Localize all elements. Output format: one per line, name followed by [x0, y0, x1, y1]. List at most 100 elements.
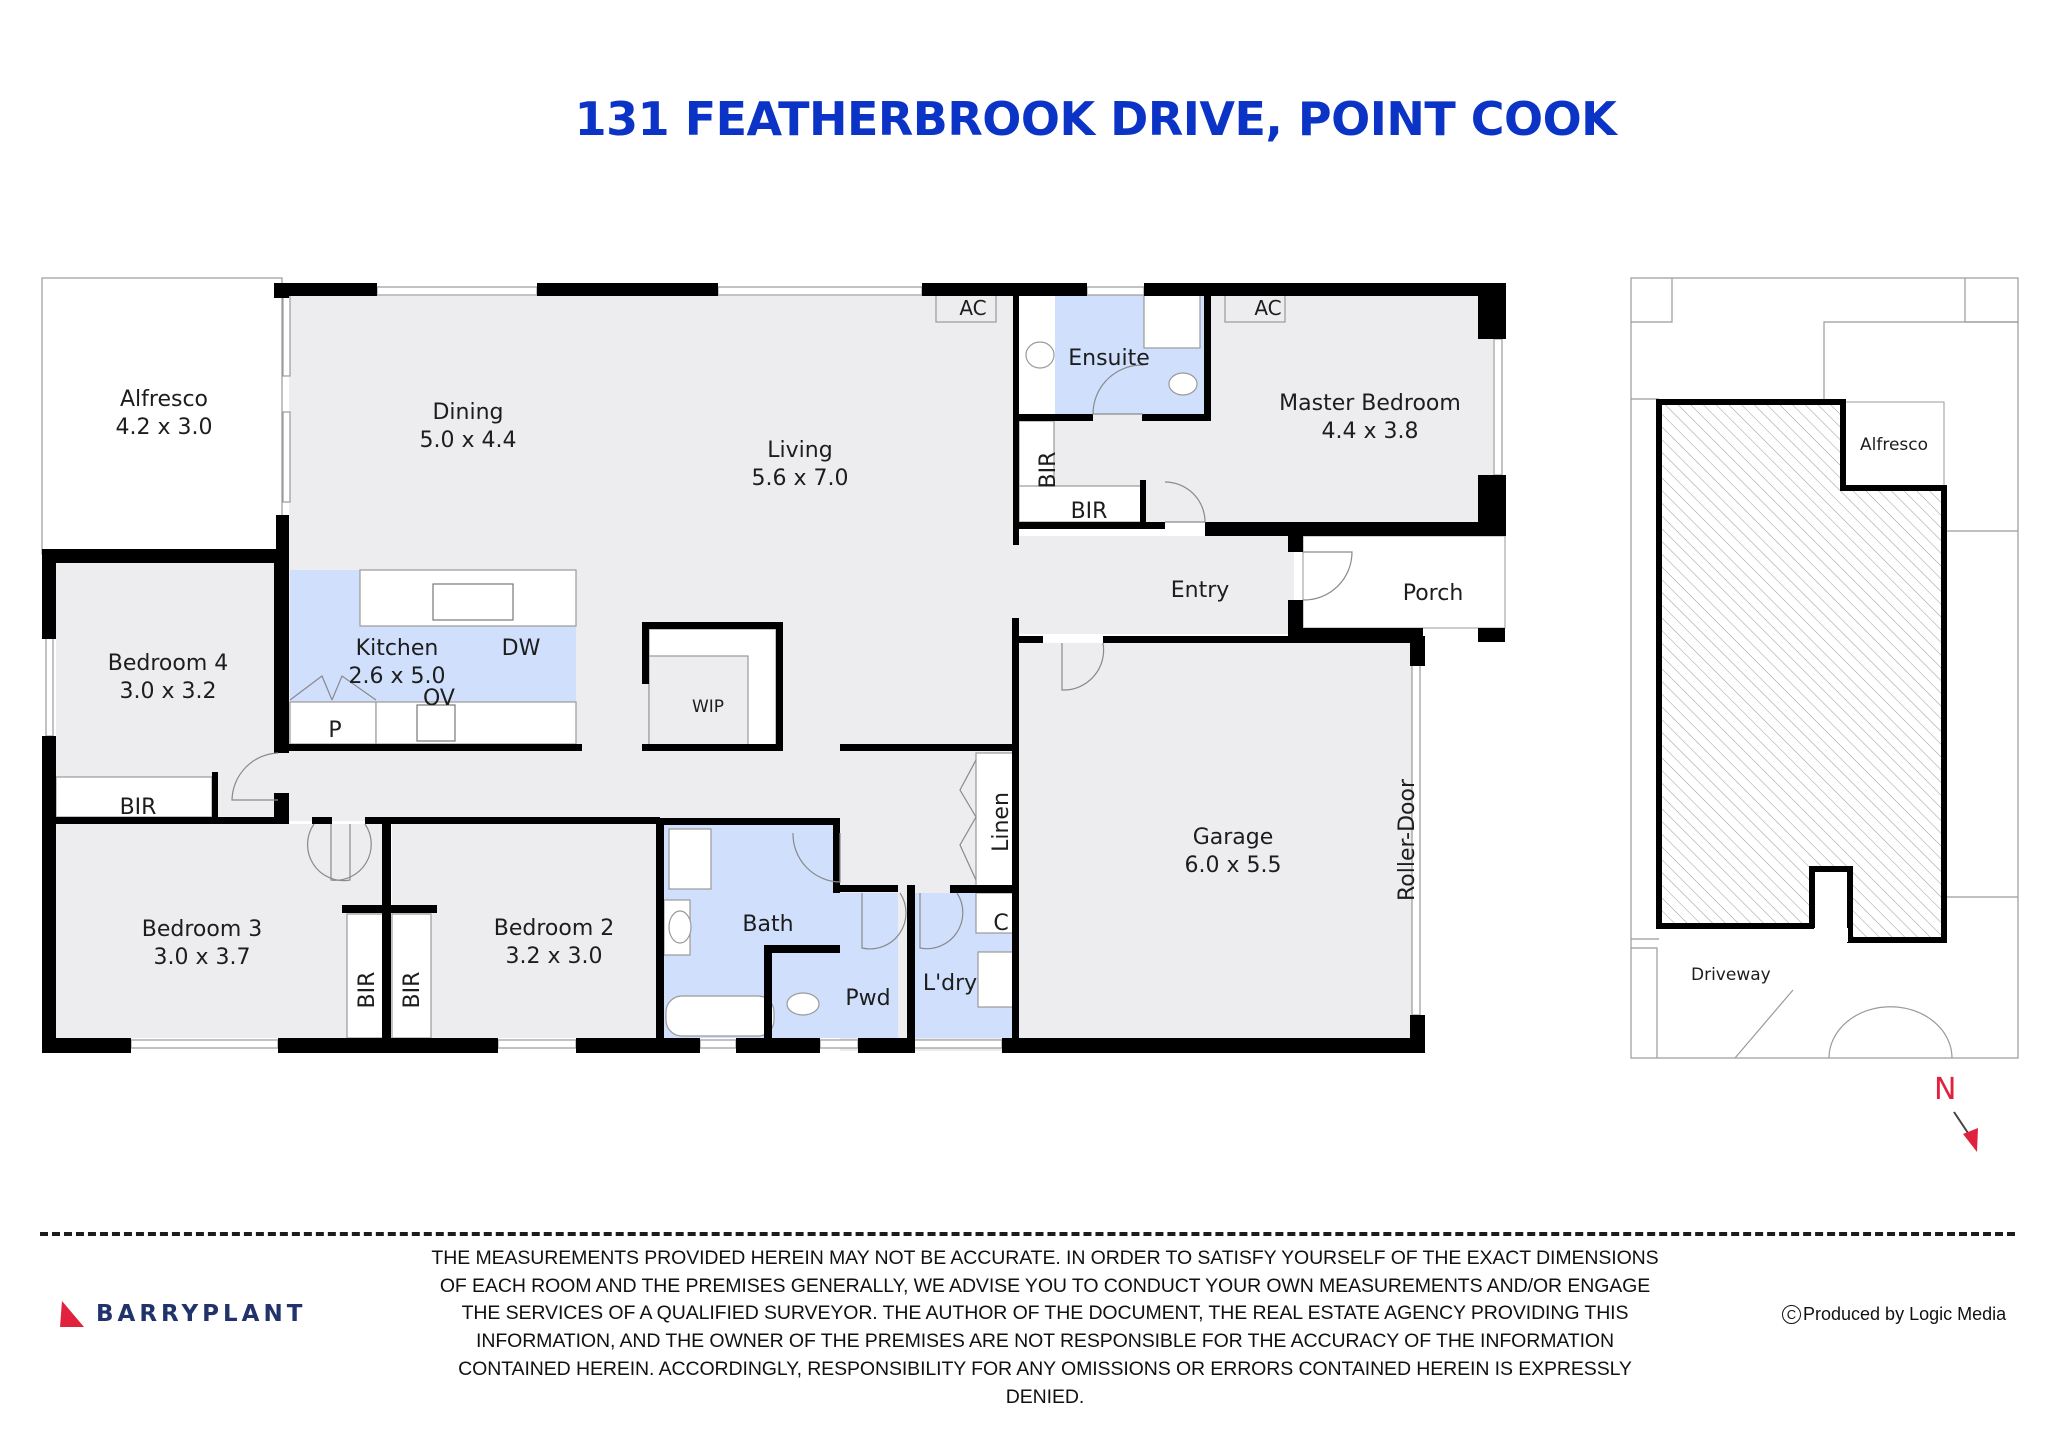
linen-label: Linen — [989, 792, 1014, 852]
pwd-floor — [772, 893, 898, 1038]
window — [909, 1039, 1003, 1049]
door-entry — [1302, 551, 1353, 601]
laundry-cupboard — [975, 892, 1019, 934]
garage-size: 6.0 x 5.5 — [1185, 853, 1282, 878]
bed3-bir-label: BIR — [355, 972, 380, 1009]
disclaimer-line: OF EACH ROOM AND THE PREMISES GENERALLY,… — [439, 1274, 1651, 1297]
door-garage — [1061, 642, 1105, 691]
door-bed4 — [231, 752, 279, 801]
bed4-bir — [55, 776, 213, 818]
ensuite-toilet — [1168, 372, 1198, 396]
alfresco-area — [41, 277, 283, 555]
bed3-bir — [346, 913, 387, 1039]
pantry — [289, 701, 377, 745]
site-plan: Alfresco Driveway — [1630, 277, 2019, 1059]
disclaimer-line: THE MEASUREMENTS PROVIDED HEREIN MAY NOT… — [431, 1247, 1659, 1269]
window — [45, 637, 54, 737]
cooktop — [416, 704, 456, 742]
master-size: 4.4 x 3.8 — [1322, 419, 1419, 444]
entry-floor — [1018, 536, 1294, 634]
living-label: Living — [767, 438, 832, 463]
ac-label-living: AC — [959, 296, 986, 320]
bedroom4-label: Bedroom 4 — [108, 651, 229, 676]
pwd-label: Pwd — [845, 986, 890, 1011]
brand-name: BARRYPLANT — [96, 1301, 307, 1327]
ac-label-master: AC — [1254, 296, 1281, 320]
room-labels: Alfresco 4.2 x 3.0 Dining 5.0 x 4.4 Livi… — [108, 296, 1464, 1011]
bedroom4-floor — [56, 563, 274, 817]
site-building-footprint — [1656, 399, 1947, 943]
bedroom4-size: 3.0 x 3.2 — [120, 679, 217, 704]
bathtub — [665, 995, 775, 1037]
wip-floor — [648, 655, 749, 746]
master-bir-label: BIR — [1071, 499, 1108, 524]
site-neighbour-lines — [1631, 278, 2018, 1059]
wip-label: WIP — [692, 697, 724, 717]
bath-shower — [668, 828, 712, 890]
page-title: 131 FEATHERBROOK DRIVE, POINT COOK — [574, 92, 1617, 146]
window — [282, 295, 291, 377]
door-bed2 — [330, 823, 372, 881]
walls — [42, 283, 1506, 1053]
sail-icon — [58, 1301, 86, 1327]
sink — [432, 583, 514, 621]
disclaimer-line: INFORMATION, AND THE OWNER OF THE PREMIS… — [476, 1330, 1614, 1353]
pantry-label: P — [328, 718, 341, 743]
window — [497, 1039, 577, 1049]
disclaimer: THE MEASUREMENTS PROVIDED HEREIN MAY NOT… — [395, 1245, 1695, 1411]
ensuite-label: Ensuite — [1068, 346, 1150, 371]
bedroom2-size: 3.2 x 3.0 — [506, 944, 603, 969]
door-master — [1164, 481, 1206, 523]
alfresco-size: 4.2 x 3.0 — [116, 415, 213, 440]
dishwasher-label: DW — [502, 636, 541, 661]
site-alfresco — [1840, 401, 1945, 489]
bath-basin — [668, 910, 692, 944]
cupboard-label: C — [993, 911, 1008, 936]
door-pwd — [861, 892, 907, 950]
bedroom3-size: 3.0 x 3.7 — [154, 945, 251, 970]
bedroom2-label: Bedroom 2 — [494, 916, 615, 941]
copyright-icon: C — [1782, 1305, 1801, 1324]
living-size: 5.6 x 7.0 — [752, 466, 849, 491]
site-porch-gap — [1814, 928, 1848, 942]
north-arrow: N — [1930, 1072, 1990, 1162]
disclaimer-line: THE SERVICES OF A QUALIFIED SURVEYOR. TH… — [461, 1302, 1629, 1325]
site-driveway-label: Driveway — [1691, 965, 1771, 985]
door-bed3 — [306, 823, 351, 882]
credit-text: Produced by Logic Media — [1803, 1304, 2007, 1324]
window — [1086, 286, 1145, 296]
disclaimer-line: CONTAINED HEREIN. ACCORDINGLY, RESPONSIB… — [458, 1357, 1632, 1380]
producer-credit: C Produced by Logic Media — [1782, 1304, 2006, 1325]
pantry-doors — [289, 675, 377, 701]
window — [717, 286, 923, 296]
garage-floor — [1019, 643, 1412, 1038]
door-swings — [231, 364, 1353, 950]
window — [1493, 338, 1503, 476]
bed2-bir-label: BIR — [400, 972, 425, 1009]
linen-doors — [959, 759, 977, 881]
roller-door-label: Roller-Door — [1395, 778, 1420, 901]
alfresco-label: Alfresco — [120, 387, 208, 412]
door-laundry — [919, 892, 964, 950]
floors — [41, 277, 1506, 1051]
window — [699, 1039, 737, 1049]
bath-label: Bath — [742, 912, 793, 937]
porch-label: Porch — [1403, 581, 1464, 606]
door-ensuite — [1092, 364, 1144, 415]
garage-label: Garage — [1193, 825, 1274, 850]
window — [376, 286, 538, 296]
kitchen-size: 2.6 x 5.0 — [349, 664, 446, 689]
oven-label: OV — [423, 686, 455, 711]
master-bir-vertical-label: BIR — [1036, 452, 1061, 489]
laundry-label: L'dry — [923, 971, 977, 996]
bed4-bir-label: BIR — [120, 795, 157, 820]
north-label: N — [1934, 1072, 1957, 1107]
arrow-icon — [1953, 1111, 1978, 1152]
divider — [40, 1232, 2015, 1236]
bedroom2-floor — [392, 824, 656, 1038]
dining-size: 5.0 x 4.4 — [420, 428, 517, 453]
brand-logo: BARRYPLANT — [58, 1297, 306, 1331]
bedroom3-label: Bedroom 3 — [142, 917, 263, 942]
kitchen-counter — [375, 701, 577, 745]
